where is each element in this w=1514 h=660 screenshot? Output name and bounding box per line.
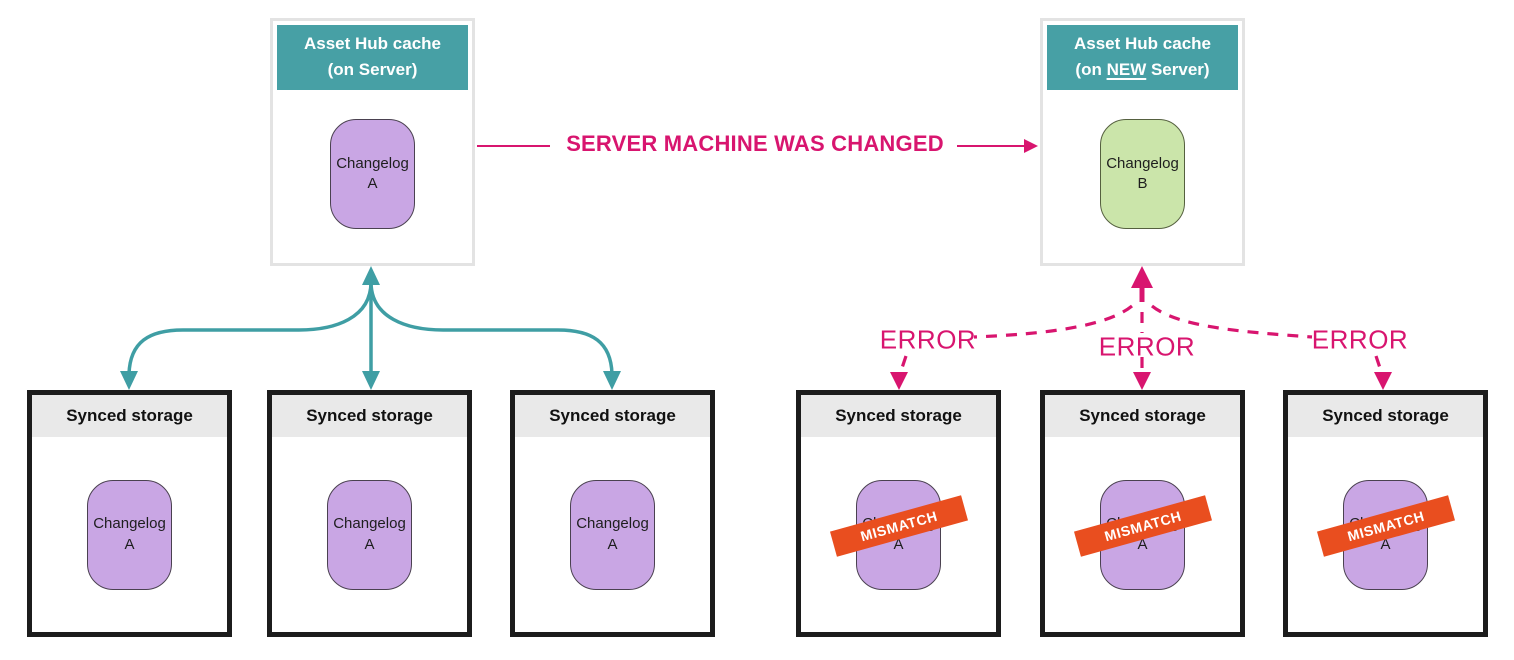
- asset-hub-server-header: Asset Hub cache (on Server): [277, 25, 468, 90]
- changelog-a-pill-storage: Changelog A: [327, 479, 412, 590]
- teal-sync-arrows: [120, 266, 621, 390]
- pill-variant: B: [1137, 175, 1148, 193]
- storage-title: Synced storage: [1045, 395, 1240, 437]
- pill-label: Changelog: [1106, 155, 1179, 173]
- hub-title-line2: (on Server): [327, 60, 418, 80]
- changelog-a-pill-storage: Changelog A: [87, 479, 172, 590]
- pink-arrowhead-box5: [1133, 372, 1151, 390]
- changelog-a-pill-storage: Changelog A MISMATCH: [1073, 479, 1212, 590]
- changelog-a-pill-storage: Changelog A MISMATCH: [829, 479, 968, 590]
- synced-storage-5: Synced storage Changelog A MISMATCH: [1040, 390, 1245, 637]
- asset-hub-new-server-header: Asset Hub cache (on NEW Server): [1047, 25, 1238, 90]
- pill-variant: A: [124, 535, 135, 553]
- new-underlined: NEW: [1106, 60, 1147, 80]
- pink-arrowhead-box4: [890, 372, 908, 390]
- pill-label: Changelog: [333, 515, 406, 533]
- pill-label: Changelog: [336, 155, 409, 173]
- asset-hub-server-body: Changelog A: [277, 90, 468, 259]
- pill-variant: A: [367, 175, 378, 193]
- teal-arrowhead-down-left: [120, 371, 138, 390]
- synced-storage-2: Synced storage Changelog A: [267, 390, 472, 637]
- teal-arrowhead-down-right: [603, 371, 621, 390]
- dash-down-right: [1374, 355, 1384, 375]
- changelog-b-pill-hub: Changelog B: [1100, 119, 1185, 230]
- pill-variant: A: [364, 535, 375, 553]
- synced-storage-4: Synced storage Changelog A MISMATCH: [796, 390, 1001, 637]
- pill-label: Changelog: [576, 515, 649, 533]
- pink-down-arrowheads: [890, 372, 1392, 390]
- synced-storage-3: Synced storage Changelog A: [510, 390, 715, 637]
- storage-title: Synced storage: [32, 395, 227, 437]
- pink-arrowhead-box6: [1374, 372, 1392, 390]
- error-label-right: ERROR: [1311, 324, 1409, 355]
- pill-variant: A: [607, 535, 618, 553]
- teal-arrow-right-curve: [369, 281, 614, 375]
- changelog-a-pill-hub: Changelog A: [330, 119, 415, 230]
- storage-title: Synced storage: [1288, 395, 1483, 437]
- storage-title: Synced storage: [515, 395, 710, 437]
- changelog-a-pill-storage: Changelog A: [570, 479, 655, 590]
- teal-arrowhead-down-mid: [362, 371, 380, 390]
- synced-storage-1: Synced storage Changelog A: [27, 390, 232, 637]
- error-label-left: ERROR: [879, 324, 977, 355]
- pill-variant: A: [893, 535, 904, 553]
- teal-arrow-left-curve: [127, 281, 373, 375]
- pill-label: Changelog: [93, 515, 166, 533]
- pill-variant: A: [1137, 535, 1148, 553]
- teal-arrowheads: [120, 266, 621, 390]
- asset-hub-cache-server: Asset Hub cache (on Server) Changelog A: [270, 18, 475, 266]
- synced-storage-6: Synced storage Changelog A MISMATCH: [1283, 390, 1488, 637]
- pink-up-arrowhead: [1131, 266, 1153, 288]
- server-changed-label: SERVER MACHINE WAS CHANGED: [566, 131, 944, 156]
- asset-hub-new-server-body: Changelog B: [1047, 90, 1238, 259]
- hub-title-line1: Asset Hub cache: [1074, 34, 1211, 53]
- pill-variant: A: [1380, 535, 1391, 553]
- storage-title: Synced storage: [801, 395, 996, 437]
- error-label-middle: ERROR: [1098, 331, 1196, 362]
- storage-title: Synced storage: [272, 395, 467, 437]
- dash-down-left: [898, 355, 908, 375]
- hub-title-line2: (on NEW Server): [1075, 60, 1210, 80]
- changelog-a-pill-storage: Changelog A MISMATCH: [1316, 479, 1455, 590]
- hub-title-line1: Asset Hub cache: [304, 34, 441, 53]
- teal-arrowhead-up: [362, 266, 380, 285]
- asset-hub-cache-new-server: Asset Hub cache (on NEW Server) Changelo…: [1040, 18, 1245, 266]
